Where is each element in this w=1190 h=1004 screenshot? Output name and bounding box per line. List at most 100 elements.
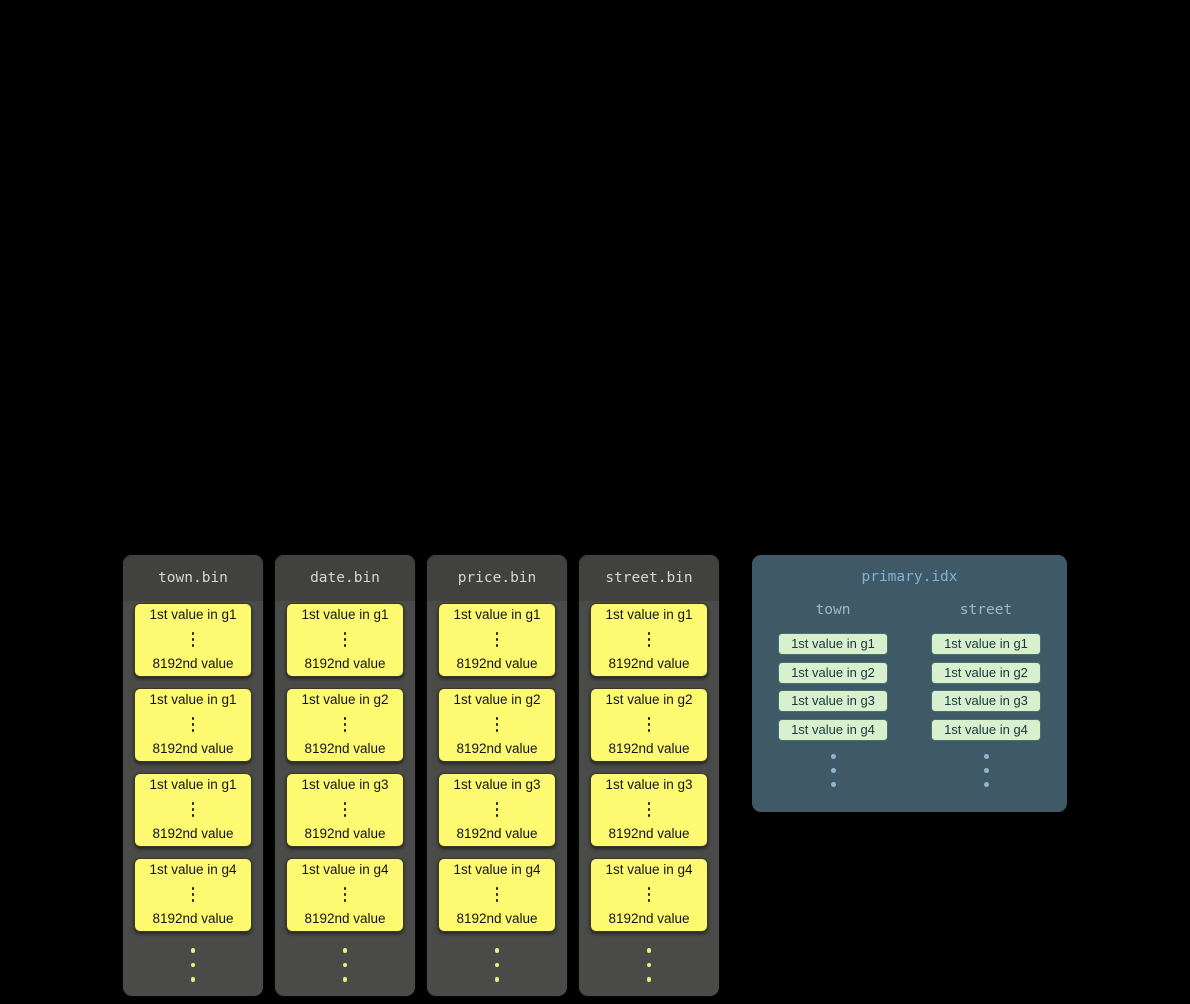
granule-block: 1st value in g4 8192nd value [438,858,556,932]
primary-index-title: primary.idx [861,569,958,585]
granule-first-value: 1st value in g2 [605,692,693,707]
index-entry: 1st value in g2 [931,661,1041,684]
ellipsis-dot [495,802,499,805]
more-granules-ellipsis [590,943,708,982]
ellipsis-dot [494,977,500,982]
bin-file-body: 1st value in g1 8192nd value 1st value i… [123,601,263,982]
index-entry: 1st value in g4 [931,718,1041,741]
ellipsis-dot [830,754,836,759]
ellipsis-dot [343,802,347,805]
ellipsis-dot [647,802,651,805]
granule-block: 1st value in g1 8192nd value [590,603,708,677]
vertical-ellipsis-icon [343,717,347,732]
ellipsis-dot [495,814,499,817]
ellipsis-dot [343,808,347,811]
ellipsis-dot [191,899,195,902]
granule-block: 1st value in g1 8192nd value [134,603,252,677]
index-column-header: street [959,602,1013,618]
more-granules-ellipsis [134,943,252,982]
granule-block: 1st value in g3 8192nd value [590,773,708,847]
index-entry-list: 1st value in g1 1st value in g2 1st valu… [931,633,1041,747]
ellipsis-dot [191,808,195,811]
ellipsis-dot [647,887,651,890]
index-entry-label: 1st value in g4 [791,721,875,737]
granule-last-value: 8192nd value [456,825,538,841]
ellipsis-dot [646,962,652,967]
ellipsis-dot [343,717,347,720]
ellipsis-dot [494,948,500,953]
ellipsis-dot [830,782,836,787]
bin-file-body: 1st value in g1 8192nd value 1st value i… [427,601,567,982]
ellipsis-dot [830,768,836,773]
ellipsis-dot [191,723,195,726]
bin-file-column: street.bin 1st value in g1 8192nd value … [579,555,719,996]
vertical-ellipsis-icon [191,717,195,732]
ellipsis-dot [191,717,195,720]
ellipsis-dot [190,962,196,967]
granule-block: 1st value in g4 8192nd value [134,858,252,932]
granule-first-value: 1st value in g4 [605,862,693,877]
index-entry: 1st value in g1 [931,633,1041,655]
index-entry-label: 1st value in g1 [791,636,875,651]
granule-last-value: 8192nd value [608,740,690,756]
granule-block: 1st value in g1 8192nd value [134,688,252,762]
ellipsis-dot [191,729,195,732]
vertical-ellipsis-icon [647,887,651,902]
more-granules-ellipsis [286,943,404,982]
ellipsis-dot [342,977,348,982]
vertical-ellipsis-icon [191,632,195,647]
ellipsis-dot [191,638,195,641]
ellipsis-dot [646,948,652,953]
index-entry: 1st value in g4 [778,718,888,741]
granule-last-value: 8192nd value [152,910,234,926]
granule-first-value: 1st value in g1 [301,607,389,622]
granule-last-value: 8192nd value [608,825,690,841]
ellipsis-dot [983,754,989,759]
ellipsis-dot [343,638,347,641]
granule-last-value: 8192nd value [456,740,538,756]
vertical-ellipsis-icon [343,887,347,902]
granule-block: 1st value in g4 8192nd value [286,858,404,932]
index-entry-label: 1st value in g2 [791,664,875,680]
granule-first-value: 1st value in g1 [605,607,693,622]
vertical-ellipsis-icon [647,802,651,817]
index-entry-label: 1st value in g3 [944,693,1028,708]
ellipsis-dot [495,638,499,641]
granule-block: 1st value in g1 8192nd value [134,773,252,847]
index-column: town 1st value in g1 1st value in g2 1st… [778,602,888,787]
ellipsis-dot [983,782,989,787]
granule-first-value: 1st value in g4 [149,862,237,877]
index-column-header: town [815,602,851,618]
granule-first-value: 1st value in g1 [453,607,541,622]
granule-first-value: 1st value in g3 [453,777,541,792]
bin-file-column: date.bin 1st value in g1 8192nd value 1s… [275,555,415,996]
primary-index-columns: town 1st value in g1 1st value in g2 1st… [778,602,1041,787]
granule-first-value: 1st value in g3 [605,777,693,792]
ellipsis-dot [343,899,347,902]
vertical-ellipsis-icon [343,632,347,647]
granule-last-value: 8192nd value [456,655,538,671]
ellipsis-dot [343,644,347,647]
granule-first-value: 1st value in g2 [453,692,541,707]
ellipsis-dot [495,632,499,635]
granule-block: 1st value in g1 8192nd value [286,603,404,677]
granule-block: 1st value in g2 8192nd value [286,688,404,762]
bin-file-body: 1st value in g1 8192nd value 1st value i… [579,601,719,982]
granule-last-value: 8192nd value [304,655,386,671]
granule-last-value: 8192nd value [304,910,386,926]
granule-first-value: 1st value in g4 [301,862,389,877]
ellipsis-dot [190,977,196,982]
granule-last-value: 8192nd value [152,825,234,841]
ellipsis-dot [647,893,651,896]
ellipsis-dot [647,723,651,726]
ellipsis-dot [343,632,347,635]
vertical-ellipsis-icon [495,717,499,732]
vertical-ellipsis-icon [191,887,195,902]
ellipsis-dot [495,899,499,902]
bin-file-column: town.bin 1st value in g1 8192nd value 1s… [123,555,263,996]
ellipsis-dot [191,893,195,896]
bin-file-title: street.bin [579,555,719,601]
more-entries-ellipsis [983,754,989,787]
ellipsis-dot [494,962,500,967]
